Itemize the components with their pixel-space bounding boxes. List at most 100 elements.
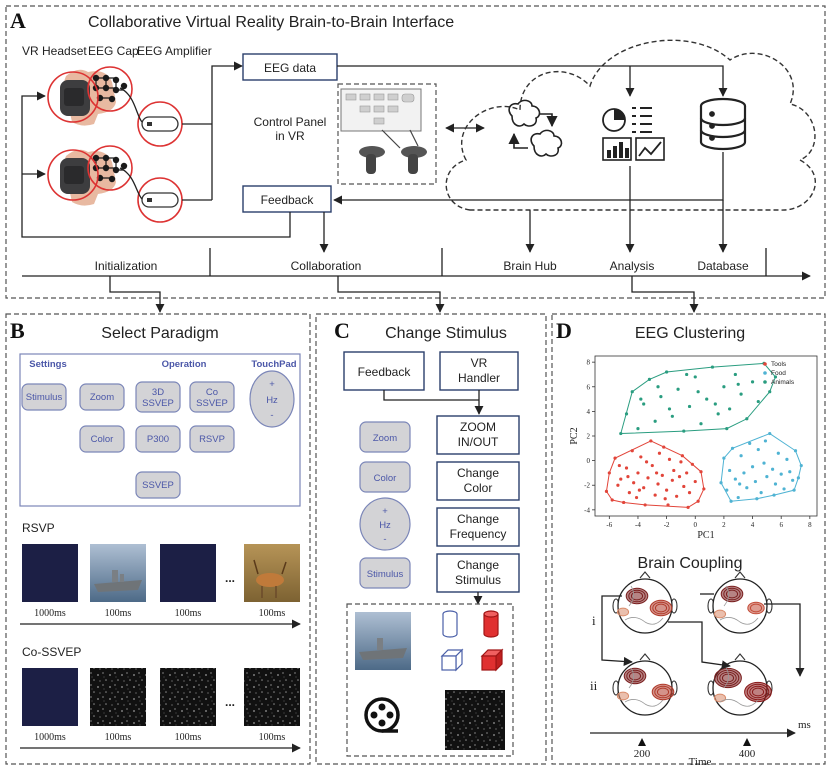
point-tools (644, 460, 649, 464)
amplifier-2-icon (137, 177, 183, 223)
point-food (771, 467, 775, 471)
topomap-contour (713, 609, 727, 619)
stage-brain-hub: Brain Hub (503, 259, 557, 273)
c-hz-control[interactable]: + Hz - (359, 497, 411, 551)
cossvep-noise-image-3 (244, 668, 300, 726)
panel-b: B Select Paradigm Settings Operation Tou… (5, 313, 311, 765)
point-food (792, 488, 796, 492)
point-tools (650, 463, 654, 468)
point-food (719, 481, 723, 485)
point-food (799, 463, 803, 468)
rsvp-blank-frame (22, 544, 78, 602)
stimulus-button[interactable]: Stimulus (21, 383, 67, 411)
cloud-outline (445, 39, 817, 211)
zoom-button[interactable]: Zoom (79, 383, 125, 411)
zoom-inout-box (436, 415, 520, 455)
point-food (750, 465, 755, 469)
point-food (730, 446, 735, 450)
point-animals (710, 365, 715, 369)
rsvp-title: RSVP (22, 521, 55, 535)
eeg-amplifier-label: EEG Amplifier (137, 44, 212, 58)
3d-ssvep-button[interactable]: 3D SSVEP (135, 381, 181, 413)
y-tick-label: -2 (584, 482, 590, 490)
point-food (791, 478, 795, 482)
y-tick-label: 2 (587, 433, 591, 441)
point-animals (665, 370, 669, 374)
point-tools (685, 471, 689, 475)
svg-text:Hz: Hz (379, 520, 391, 531)
point-tools (634, 495, 639, 500)
point-food (768, 431, 772, 436)
cossvep-ellipsis: ... (225, 695, 235, 709)
point-tools (653, 493, 657, 497)
rsvp-time-3: 100ms (175, 608, 202, 619)
point-animals (739, 392, 743, 396)
point-animals (750, 380, 755, 384)
point-food (793, 449, 798, 453)
time-marker-400 (743, 738, 751, 746)
point-tools (693, 479, 697, 484)
point-tools (619, 477, 623, 481)
c-zoom-button[interactable]: Zoom (359, 421, 411, 453)
point-tools (636, 471, 640, 475)
legend-marker-tools (763, 362, 767, 366)
point-food (748, 441, 752, 445)
change-frequency-line-2: Frequency (450, 527, 507, 541)
head-nose (734, 653, 746, 661)
topomap-head (612, 653, 678, 716)
x-tick-label: -4 (635, 521, 641, 529)
point-tools (630, 449, 634, 453)
panel-c-border (315, 313, 547, 765)
rsvp-button[interactable]: RSVP (189, 425, 235, 453)
panel-a-letter: A (10, 8, 26, 33)
point-tools (677, 475, 682, 479)
point-tools (627, 491, 631, 495)
topomap-contour (628, 671, 642, 681)
point-tools (663, 497, 667, 501)
legend-marker-food (763, 371, 767, 375)
point-animals (647, 377, 652, 381)
ssvep-button[interactable]: SSVEP (135, 471, 181, 499)
change-stimulus-box (436, 553, 520, 593)
point-tools (679, 460, 683, 464)
point-animals (736, 382, 740, 386)
analysis-icon (602, 107, 665, 161)
point-food (788, 470, 792, 474)
head-nose (734, 571, 746, 579)
y-tick-label: 8 (587, 359, 591, 367)
red-cube-icon (480, 648, 504, 672)
cluster-hull-animals (620, 362, 777, 435)
svg-text:Color: Color (374, 473, 397, 484)
legend-label-animals: Animals (771, 379, 795, 386)
svg-text:RSVP: RSVP (199, 434, 225, 445)
point-food (763, 439, 768, 443)
point-tools (624, 466, 629, 470)
topomap-contour (749, 685, 767, 699)
point-animals (676, 387, 680, 391)
cluster-hull-food (720, 432, 802, 502)
point-tools (649, 439, 653, 443)
touchpad-control[interactable]: + Hz - (249, 370, 295, 428)
color-button[interactable]: Color (79, 425, 125, 453)
change-frequency-line-1: Change (457, 512, 499, 526)
panel-a-border (5, 5, 826, 299)
c-color-button[interactable]: Color (359, 461, 411, 493)
svg-text:Zoom: Zoom (90, 392, 114, 403)
y-tick-label: 6 (587, 383, 591, 391)
svg-text:+: + (382, 506, 388, 517)
rsvp-time-1: 1000ms (34, 608, 66, 619)
point-tools (690, 462, 694, 466)
co-ssvep-button[interactable]: Co SSVEP (189, 381, 235, 413)
point-tools (657, 451, 662, 455)
co-ssvep-line-2: SSVEP (196, 398, 228, 409)
control-panel-label-1: Control Panel (254, 115, 327, 129)
point-food (796, 476, 800, 480)
x-tick-label: -6 (606, 521, 612, 529)
point-tools (670, 478, 674, 482)
topomap-contour (656, 687, 670, 697)
p300-button[interactable]: P300 (135, 425, 181, 453)
c-stimulus-button[interactable]: Stimulus (359, 557, 411, 589)
point-tools (617, 463, 621, 468)
point-food (728, 468, 732, 473)
point-tools (696, 499, 700, 503)
